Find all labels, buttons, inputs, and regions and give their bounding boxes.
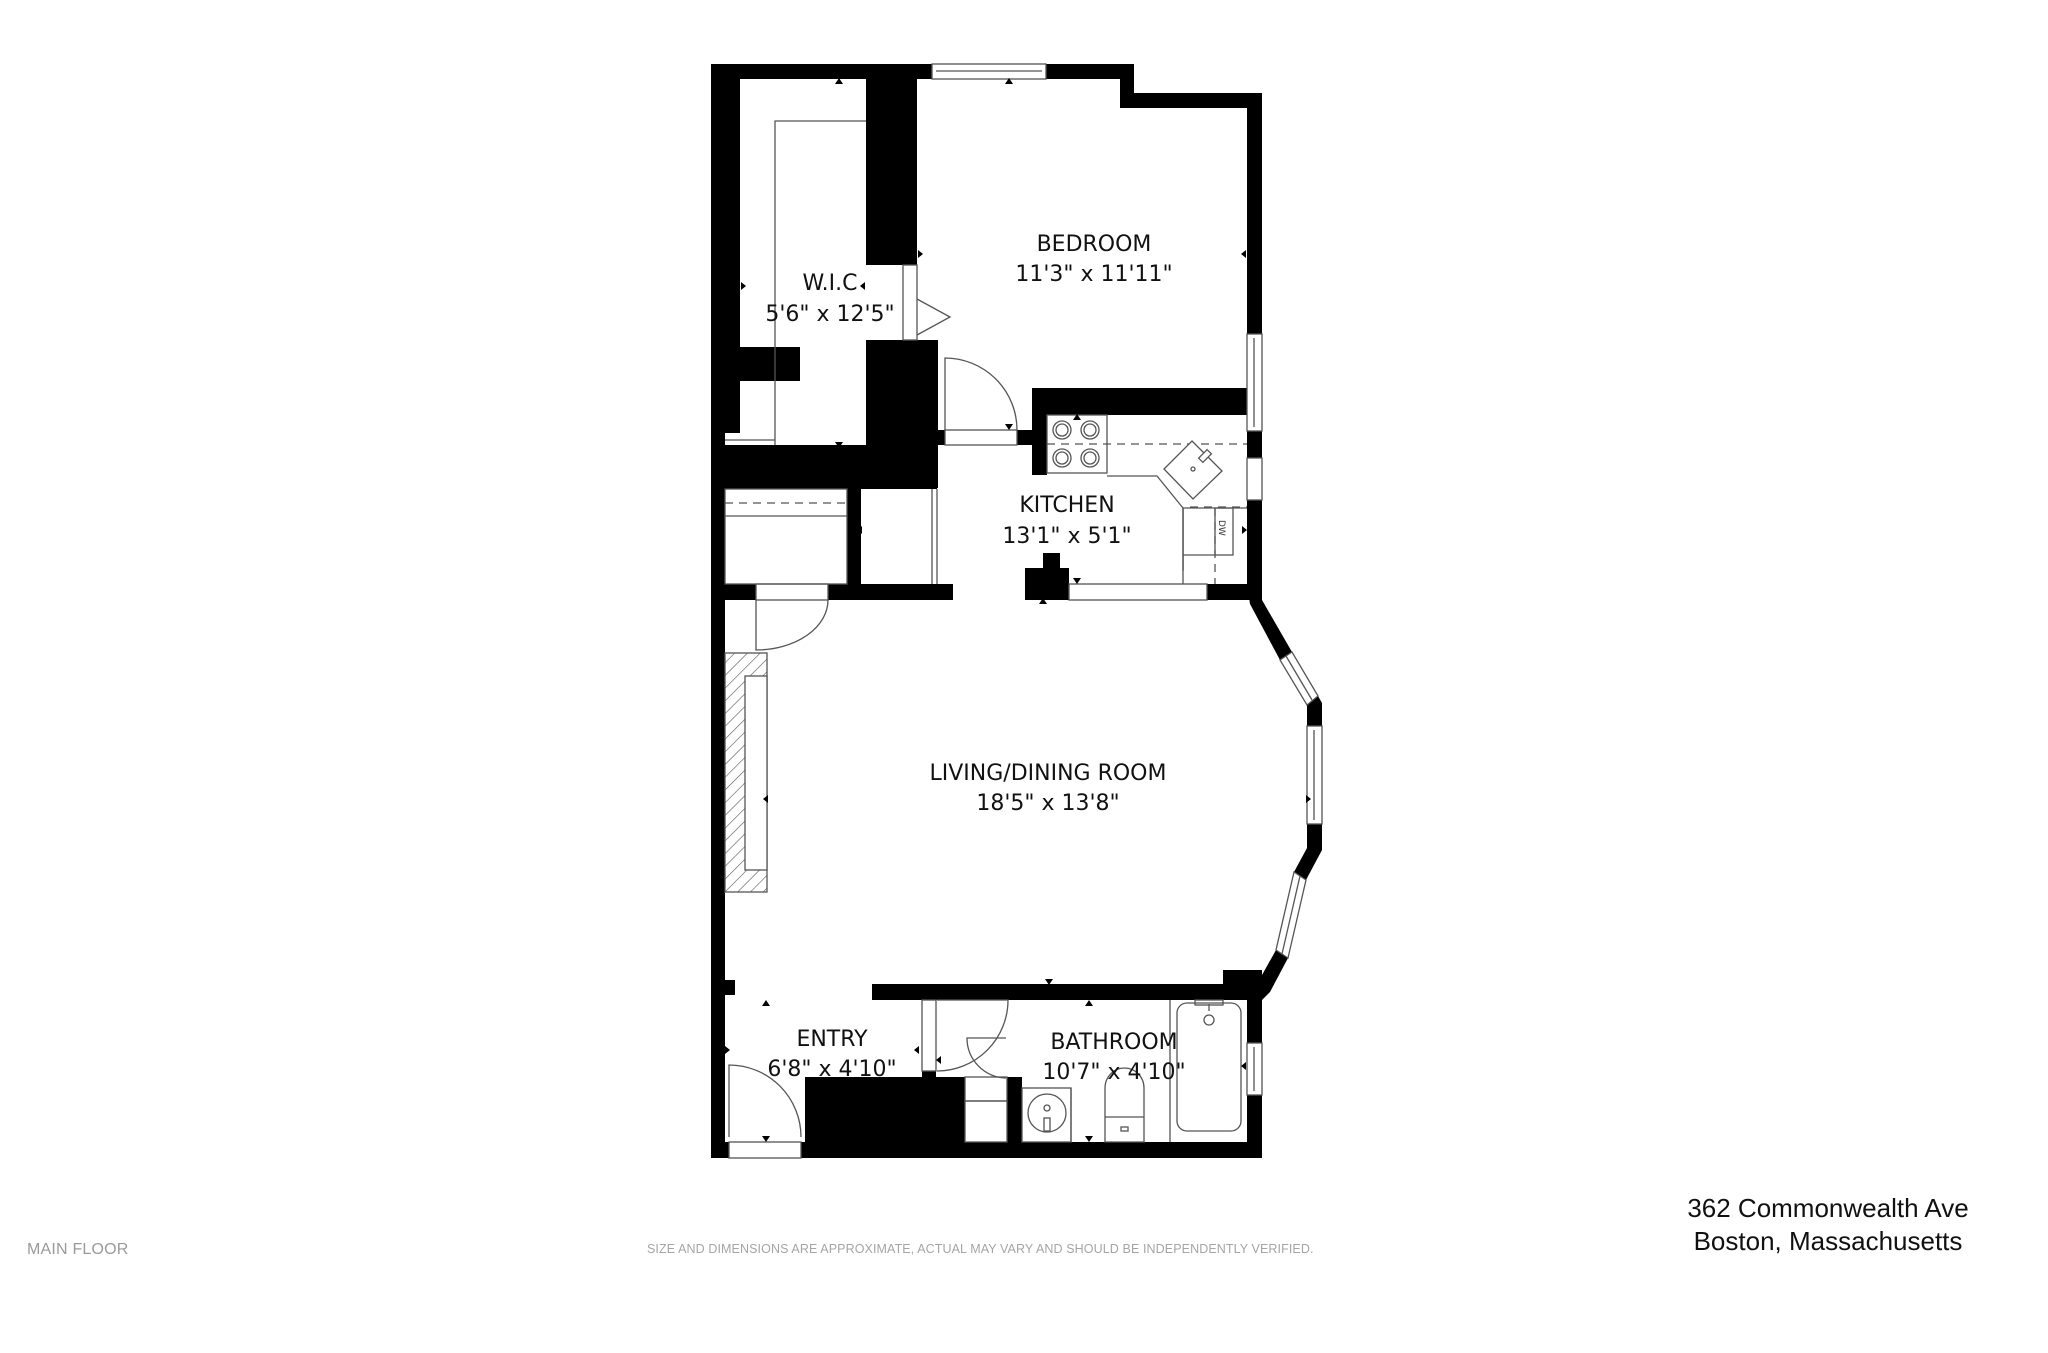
property-address: 362 Commonwealth Ave Boston, Massachuset… [1658, 1192, 1998, 1258]
room-dims-wic: 5'6" x 12'5" [765, 302, 894, 327]
disclaimer: SIZE AND DIMENSIONS ARE APPROXIMATE, ACT… [647, 1242, 1314, 1256]
room-dims-bedroom: 11'3" x 11'11" [1015, 262, 1172, 287]
bath-sink-icon [1021, 1087, 1072, 1143]
sink-icon [1163, 440, 1223, 500]
room-name-wic: W.I.C [802, 271, 857, 296]
bathtub-icon [1176, 999, 1242, 1132]
address-line-2: Boston, Massachusetts [1693, 1226, 1963, 1256]
room-name-bedroom: BEDROOM [1037, 232, 1152, 257]
dishwasher-icon: DW [1214, 507, 1234, 584]
room-kitchen: KITCHEN 13'1" x 5'1" [1002, 493, 1131, 549]
room-name-living: LIVING/DINING ROOM [930, 761, 1167, 786]
bathroom-fixtures [1021, 999, 1242, 1143]
walls [711, 64, 1322, 1158]
room-dims-kitchen: 13'1" x 5'1" [1002, 524, 1131, 549]
room-bedroom: BEDROOM 11'3" x 11'11" [1015, 232, 1172, 287]
fireplace-icon [724, 652, 768, 893]
closet-fixtures [724, 120, 1008, 1143]
floor-label: MAIN FLOOR [27, 1241, 129, 1258]
toilet-icon [1104, 1067, 1145, 1143]
room-bathroom: BATHROOM 10'7" x 4'10" [1042, 1030, 1185, 1085]
dishwasher-label: DW [1216, 520, 1226, 536]
room-dims-living: 18'5" x 13'8" [976, 791, 1119, 816]
room-name-entry: ENTRY [796, 1027, 868, 1052]
room-wic: W.I.C 5'6" x 12'5" [765, 271, 894, 327]
room-dims-bathroom: 10'7" x 4'10" [1042, 1060, 1185, 1085]
dimension-markers [725, 78, 1311, 1142]
room-entry: ENTRY 6'8" x 4'10" [767, 1027, 896, 1082]
address-line-1: 362 Commonwealth Ave [1687, 1193, 1969, 1223]
room-name-kitchen: KITCHEN [1019, 493, 1114, 518]
room-name-bathroom: BATHROOM [1050, 1030, 1177, 1055]
windows [902, 63, 1323, 1096]
kitchen-fixtures: DW [1046, 414, 1247, 584]
room-living: LIVING/DINING ROOM 18'5" x 13'8" [930, 761, 1167, 816]
room-dims-entry: 6'8" x 4'10" [767, 1057, 896, 1082]
doors [728, 298, 1018, 1159]
